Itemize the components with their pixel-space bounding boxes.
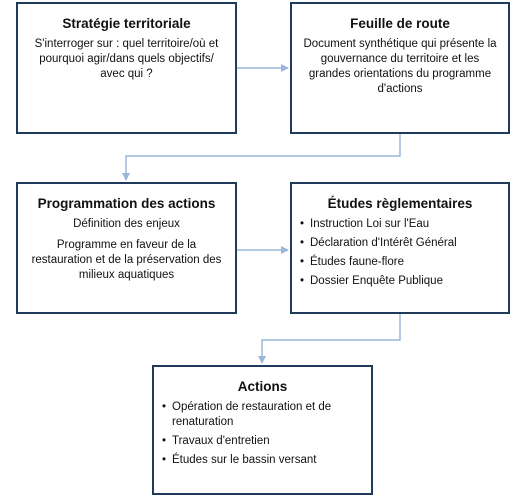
box-text: Définition des enjeux — [73, 218, 180, 230]
box-feuille-de-route: Feuille de route Document synthétique qu… — [290, 2, 510, 134]
box-title: Actions — [237, 379, 288, 394]
list-item: Dossier Enquête Publique — [300, 274, 500, 289]
box-title: Stratégie territoriale — [62, 16, 191, 31]
arrow-feuille-to-programmation — [122, 134, 401, 181]
box-title: Programmation des actions — [37, 196, 216, 211]
list-item: Instruction Loi sur l'Eau — [300, 217, 500, 232]
list-item: Études sur le bassin versant — [162, 453, 363, 468]
bullet-list: Opération de restauration et de renatura… — [162, 400, 363, 468]
box-text: Programme en faveur de la restauration e… — [31, 238, 222, 281]
list-item: Opération de restauration et de renatura… — [162, 400, 363, 430]
box-title: Études règlementaires — [327, 196, 473, 211]
list-item: Travaux d'entretien — [162, 434, 363, 449]
box-etudes-reglementaires: Études règlementaires Instruction Loi su… — [290, 182, 510, 314]
box-strategie-territoriale: Stratégie territoriale S'interroger sur … — [16, 2, 237, 134]
bullet-list: Instruction Loi sur l'Eau Déclaration d'… — [300, 217, 500, 289]
arrow-etudes-to-actions — [258, 314, 401, 364]
list-item: Déclaration d'Intérêt Général — [300, 236, 500, 251]
box-programmation-des-actions: Programmation des actions Définition des… — [16, 182, 237, 314]
box-actions: Actions Opération de restauration et de … — [152, 365, 373, 495]
list-item: Études faune-flore — [300, 255, 500, 270]
box-text: S'interroger sur : quel territoire/où et… — [34, 38, 219, 80]
box-title: Feuille de route — [350, 16, 450, 31]
box-text: Document synthétique qui présente la gou… — [303, 38, 497, 95]
